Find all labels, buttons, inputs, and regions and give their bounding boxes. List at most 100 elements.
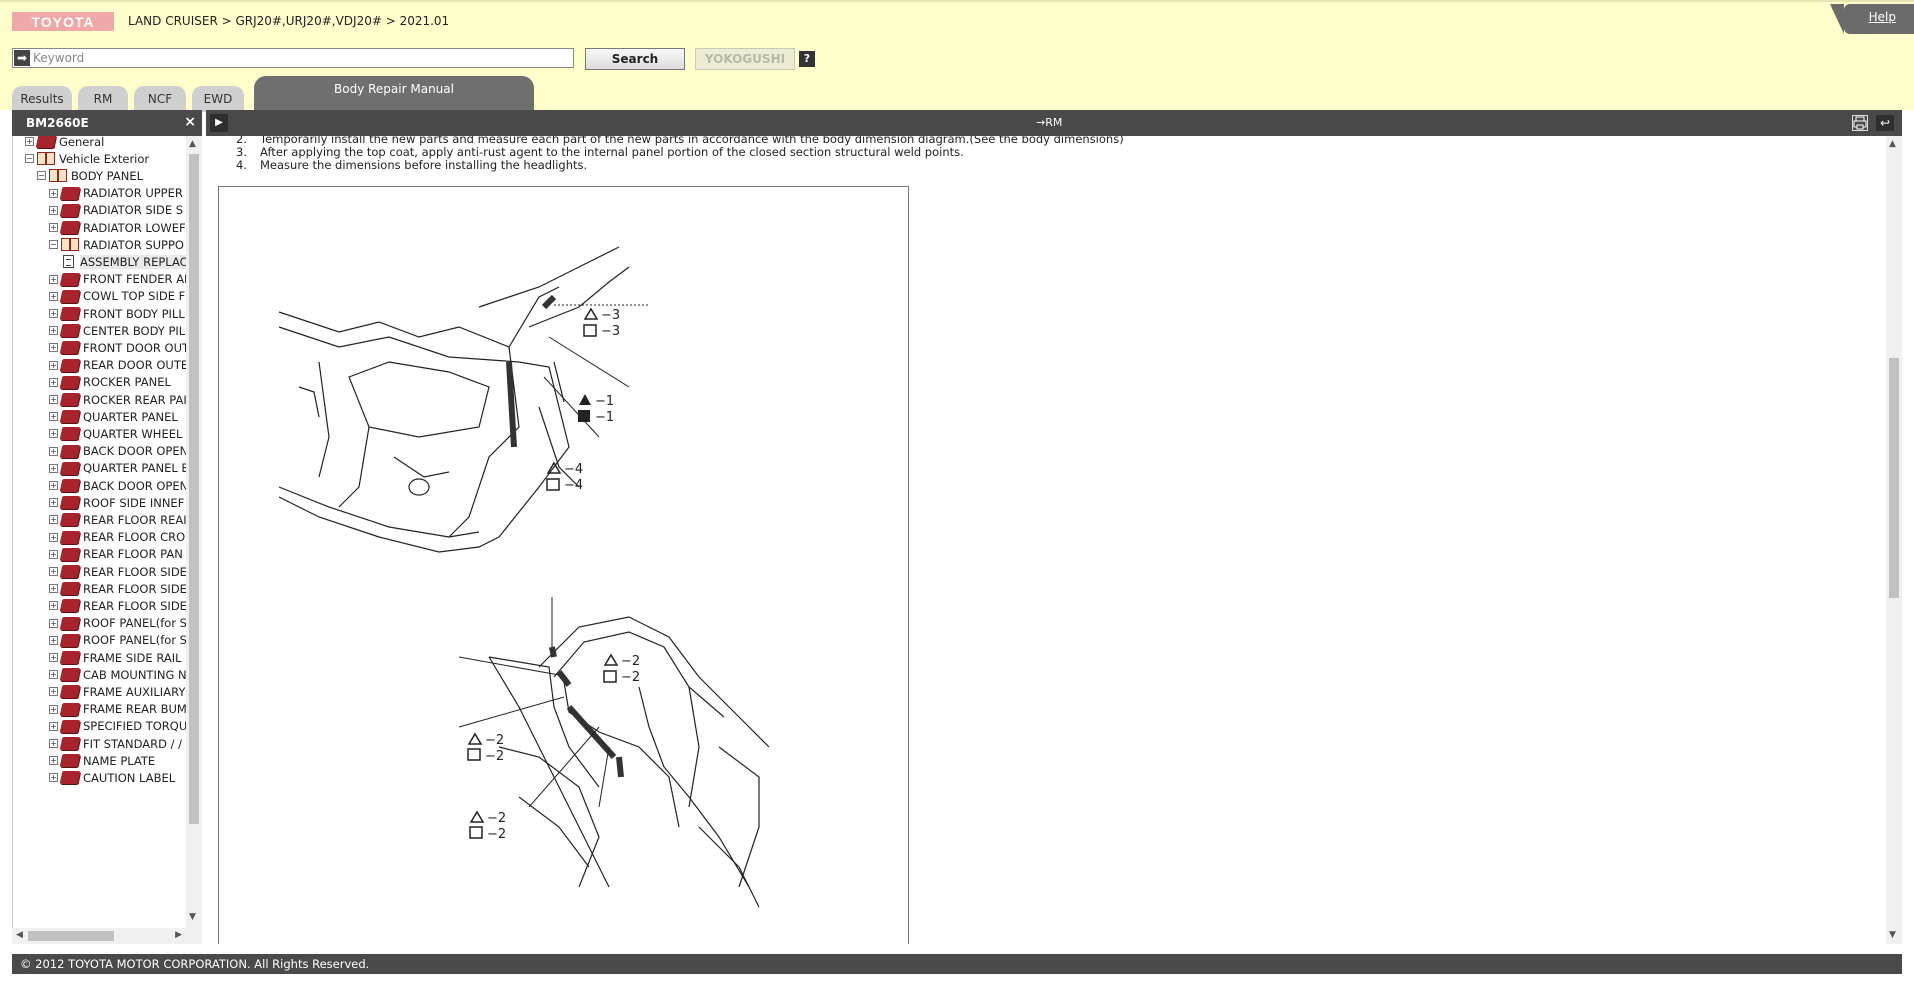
tree-item[interactable]: +QUARTER PANEL: [49, 408, 178, 425]
tree-item[interactable]: +COWL TOP SIDE F: [49, 288, 185, 305]
tab-body-repair-manual[interactable]: Body Repair Manual: [254, 76, 534, 112]
scroll-down-icon[interactable]: ▼: [189, 912, 196, 922]
tab-results[interactable]: Results: [12, 86, 72, 112]
search-button[interactable]: Search: [585, 48, 685, 70]
tree-item[interactable]: +FIT STANDARD / /: [49, 735, 182, 752]
scroll-thumb[interactable]: [1889, 358, 1899, 598]
expand-icon[interactable]: +: [49, 446, 58, 456]
expand-icon[interactable]: +: [49, 584, 58, 594]
expand-icon[interactable]: +: [49, 223, 58, 232]
tree-item[interactable]: +REAR FLOOR PAN: [49, 546, 183, 563]
tree-item[interactable]: +CAUTION LABEL: [49, 769, 175, 786]
expand-icon[interactable]: +: [49, 515, 58, 525]
expand-icon[interactable]: +: [49, 309, 58, 318]
tree-item[interactable]: +NAME PLATE: [49, 752, 155, 769]
tree-item[interactable]: +RADIATOR UPPER: [49, 185, 183, 202]
expand-icon[interactable]: +: [49, 429, 58, 439]
expand-icon[interactable]: +: [49, 274, 58, 284]
tree-item[interactable]: +FRONT DOOR OUT: [49, 339, 186, 356]
tree-item[interactable]: +RADIATOR LOWEF: [49, 219, 186, 236]
expand-icon[interactable]: +: [49, 360, 58, 370]
expand-icon[interactable]: +: [49, 291, 58, 301]
expand-icon[interactable]: +: [49, 343, 58, 353]
scroll-right-icon[interactable]: ▶: [175, 930, 182, 940]
close-icon[interactable]: ×: [184, 114, 196, 130]
tree-horizontal-scrollbar[interactable]: ◀ ▶: [12, 928, 186, 944]
tree-item[interactable]: +RADIATOR SIDE S: [49, 202, 183, 219]
tree-item[interactable]: +BACK DOOR OPEN: [49, 477, 186, 494]
help-link[interactable]: Help: [1868, 10, 1896, 24]
tab-ewd[interactable]: EWD: [192, 86, 244, 112]
expand-icon[interactable]: +: [49, 498, 58, 508]
tab-rm[interactable]: RM: [78, 86, 128, 112]
expand-icon[interactable]: +: [49, 481, 58, 490]
scroll-left-icon[interactable]: ◀: [16, 930, 23, 940]
expand-icon[interactable]: +: [49, 532, 58, 542]
expand-icon[interactable]: +: [49, 205, 58, 215]
tree-item[interactable]: +BACK DOOR OPEN: [49, 443, 186, 460]
tree-item[interactable]: +FRAME REAR BUM: [49, 701, 186, 718]
tree-item[interactable]: +REAR DOOR OUTE: [49, 357, 186, 374]
tree-item[interactable]: ASSEMBLY REPLAC: [63, 253, 186, 270]
tree-item[interactable]: −BODY PANEL: [37, 167, 143, 184]
expand-icon[interactable]: +: [49, 721, 58, 731]
expand-icon[interactable]: +: [49, 773, 58, 783]
to-rm-link[interactable]: →RM: [1036, 116, 1063, 129]
tree-item[interactable]: +ROCKER REAR PAI: [49, 391, 186, 408]
expand-icon[interactable]: +: [49, 326, 58, 336]
tree-item[interactable]: +FRONT BODY PILL: [49, 305, 185, 322]
tree-item[interactable]: +QUARTER PANEL E: [49, 460, 186, 477]
return-icon[interactable]: ↩: [1876, 115, 1894, 131]
tree-item[interactable]: −Vehicle Exterior: [25, 150, 149, 167]
scroll-up-icon[interactable]: ▲: [189, 139, 196, 149]
scroll-thumb[interactable]: [189, 154, 199, 824]
expand-icon[interactable]: +: [49, 635, 58, 645]
tree-item[interactable]: +REAR FLOOR CRO: [49, 529, 185, 546]
tree-item[interactable]: +General: [25, 136, 104, 150]
expand-icon[interactable]: +: [49, 463, 58, 473]
tree-item[interactable]: +ROOF PANEL(for S: [49, 632, 186, 649]
expand-icon[interactable]: +: [49, 567, 58, 576]
tree-item[interactable]: +CENTER BODY PIL: [49, 322, 185, 339]
content-vertical-scrollbar[interactable]: ▲ ▼: [1886, 136, 1902, 944]
yokogushi-button[interactable]: YOKOGUSHI: [695, 48, 795, 70]
tree-item[interactable]: +SPECIFIED TORQU: [49, 718, 186, 735]
expand-icon[interactable]: +: [49, 739, 58, 748]
tree-item[interactable]: +ROCKER PANEL: [49, 374, 171, 391]
scroll-thumb[interactable]: [28, 931, 114, 941]
tree-item[interactable]: +REAR FLOOR REAI: [49, 511, 186, 528]
tree-item[interactable]: +FRAME AUXILIARY: [49, 683, 185, 700]
expand-icon[interactable]: +: [49, 756, 58, 766]
expand-icon[interactable]: +: [49, 704, 58, 714]
expand-icon[interactable]: +: [49, 601, 58, 611]
expand-icon[interactable]: +: [49, 670, 58, 680]
tree-item[interactable]: +REAR FLOOR SIDE: [49, 563, 186, 580]
tree-item[interactable]: +REAR FLOOR SIDE: [49, 580, 186, 597]
collapse-icon[interactable]: −: [49, 240, 58, 250]
tree-item[interactable]: +QUARTER WHEEL: [49, 425, 182, 442]
print-icon[interactable]: [1852, 115, 1868, 131]
tree-item[interactable]: +ROOF PANEL(for S: [49, 615, 186, 632]
expand-icon[interactable]: +: [49, 549, 58, 559]
collapse-icon[interactable]: −: [25, 154, 34, 164]
expand-icon[interactable]: +: [49, 188, 58, 198]
collapse-icon[interactable]: −: [37, 171, 46, 181]
tree-item[interactable]: −RADIATOR SUPPO: [49, 236, 184, 253]
expand-icon[interactable]: +: [49, 377, 58, 387]
tree-item[interactable]: +REAR FLOOR SIDE: [49, 597, 186, 614]
expand-icon[interactable]: +: [49, 412, 58, 422]
expand-icon[interactable]: +: [49, 618, 58, 628]
expand-icon[interactable]: +: [49, 687, 58, 697]
expand-icon[interactable]: +: [49, 395, 58, 404]
question-icon[interactable]: ?: [799, 51, 815, 67]
tree-vertical-scrollbar[interactable]: ▲ ▼: [186, 136, 202, 944]
tree-item[interactable]: +FRONT FENDER AI: [49, 271, 186, 288]
tree-item[interactable]: +ROOF SIDE INNEF: [49, 494, 184, 511]
expand-icon[interactable]: +: [49, 653, 58, 662]
keyword-input[interactable]: [33, 49, 571, 67]
tree-item[interactable]: +FRAME SIDE RAIL: [49, 649, 182, 666]
scroll-down-icon[interactable]: ▼: [1889, 930, 1896, 940]
scroll-up-icon[interactable]: ▲: [1889, 139, 1896, 149]
expand-panel-icon[interactable]: ▶: [210, 114, 228, 132]
expand-icon[interactable]: +: [25, 137, 34, 146]
